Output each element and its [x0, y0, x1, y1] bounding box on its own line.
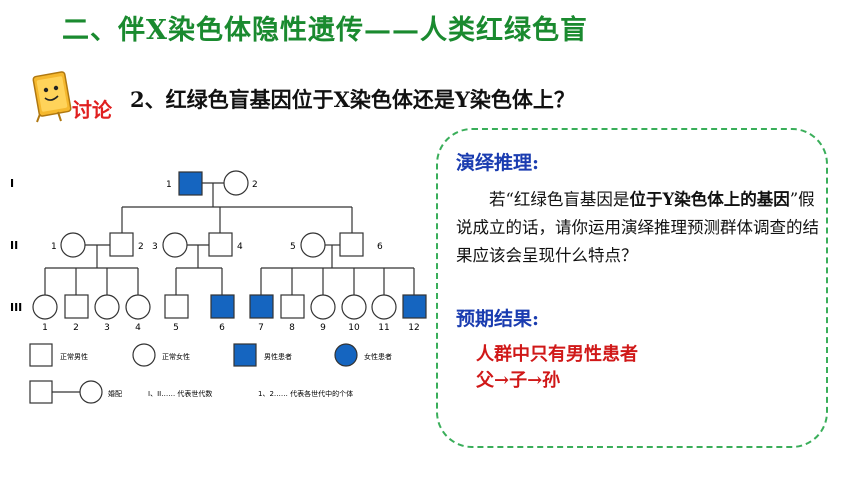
- gen3-number-7: 7: [258, 323, 264, 333]
- legend-affected-female-symbol: [334, 343, 358, 367]
- gen3-affected-male-12: [402, 294, 427, 319]
- gen2-female-1: [60, 232, 86, 258]
- gen-label-2: II: [10, 239, 18, 252]
- panel-body-bold: 位于Y染色体上的基因: [629, 190, 790, 209]
- gen3-number-6: 6: [219, 323, 225, 333]
- gen3-number-1: 1: [42, 323, 48, 333]
- gen1-number-2: 2: [252, 180, 258, 190]
- book-mascot-icon: [32, 71, 72, 123]
- gen3-number-8: 8: [289, 323, 295, 333]
- gen2-male-6: [339, 232, 364, 257]
- legend-normal-female-label: 正常女性: [162, 352, 190, 361]
- gen-label-1: I: [10, 177, 14, 190]
- gen3-female-10: [341, 294, 367, 320]
- gen2-number-2: 2: [138, 242, 144, 252]
- gen2-number-1: 1: [51, 242, 57, 252]
- slide-title: 二、伴X染色体隐性遗传——人类红绿色盲: [62, 15, 588, 46]
- result-heading: 预期结果:: [456, 308, 540, 330]
- panel-body: 若“红绿色盲基因是位于Y染色体上的基因”假说成立的话，请你运用演绎推理预测群体调…: [456, 186, 824, 270]
- legend-affected-male-symbol: [233, 343, 257, 367]
- gen3-number-10: 10: [348, 323, 360, 333]
- gen3-number-2: 2: [73, 323, 79, 333]
- gen2-male-2: [109, 232, 134, 257]
- gen3-female-11: [371, 294, 397, 320]
- gen2-number-5: 5: [290, 242, 296, 252]
- gen2-number-3: 3: [152, 242, 158, 252]
- legend-normal-female-symbol: [132, 343, 156, 367]
- gen3-number-9: 9: [320, 323, 326, 333]
- panel-body-post: ”假说成立的话，请你运用演绎推理预测群体调查的结果应该会呈现什么特点？: [456, 190, 819, 265]
- panel-body-pre: 若“红绿色盲基因是: [489, 190, 630, 209]
- legend-affected-female-label: 女性患者: [364, 352, 392, 361]
- legend-normal-male-label: 正常男性: [60, 352, 88, 361]
- gen3-affected-male-6: [210, 294, 235, 319]
- gen3-male-5: [164, 294, 189, 319]
- legend-marriage-label: 婚配: [108, 389, 122, 398]
- legend-normal-male-symbol: [29, 343, 53, 367]
- result-line-2: 父→子→孙: [476, 370, 561, 391]
- discussion-label: 讨论: [72, 98, 112, 122]
- gen2-number-4: 4: [237, 242, 243, 252]
- gen3-number-11: 11: [378, 323, 389, 333]
- legend-individual-note: 1、2…… 代表各世代中的个体: [258, 389, 353, 398]
- gen-label-3: III: [10, 301, 22, 314]
- pedigree-chart: I II III 1 2 1 2 3 4 5 6 1 2 3 4 5 6 7 8…: [10, 170, 427, 404]
- gen2-number-6: 6: [377, 242, 383, 252]
- gen3-affected-male-7: [249, 294, 274, 319]
- result-line-1: 人群中只有男性患者: [476, 344, 638, 365]
- gen3-number-3: 3: [104, 323, 110, 333]
- gen2-male-4: [208, 232, 233, 257]
- gen3-female-1: [32, 294, 58, 320]
- question-text: 2、红绿色盲基因位于X染色体还是Y染色体上？: [130, 87, 575, 112]
- gen3-female-3: [94, 294, 120, 320]
- gen3-female-9: [310, 294, 336, 320]
- gen1-affected-male: [178, 171, 203, 196]
- gen3-male-8: [280, 294, 305, 319]
- gen2-female-3: [162, 232, 188, 258]
- panel-heading: 演绎推理:: [456, 152, 540, 174]
- gen3-number-5: 5: [173, 323, 179, 333]
- gen1-normal-female: [223, 170, 249, 196]
- legend-marriage-male-symbol: [29, 380, 53, 404]
- gen3-number-4: 4: [135, 323, 141, 333]
- legend-affected-male-label: 男性患者: [264, 352, 292, 361]
- gen3-female-4: [125, 294, 151, 320]
- gen2-female-5: [300, 232, 326, 258]
- gen1-number-1: 1: [166, 180, 172, 190]
- legend-marriage-female-symbol: [79, 380, 103, 404]
- legend-generation-note: I、II…… 代表世代数: [148, 389, 212, 398]
- reasoning-panel: [436, 128, 828, 448]
- gen3-number-12: 12: [408, 323, 419, 333]
- gen3-male-2: [64, 294, 89, 319]
